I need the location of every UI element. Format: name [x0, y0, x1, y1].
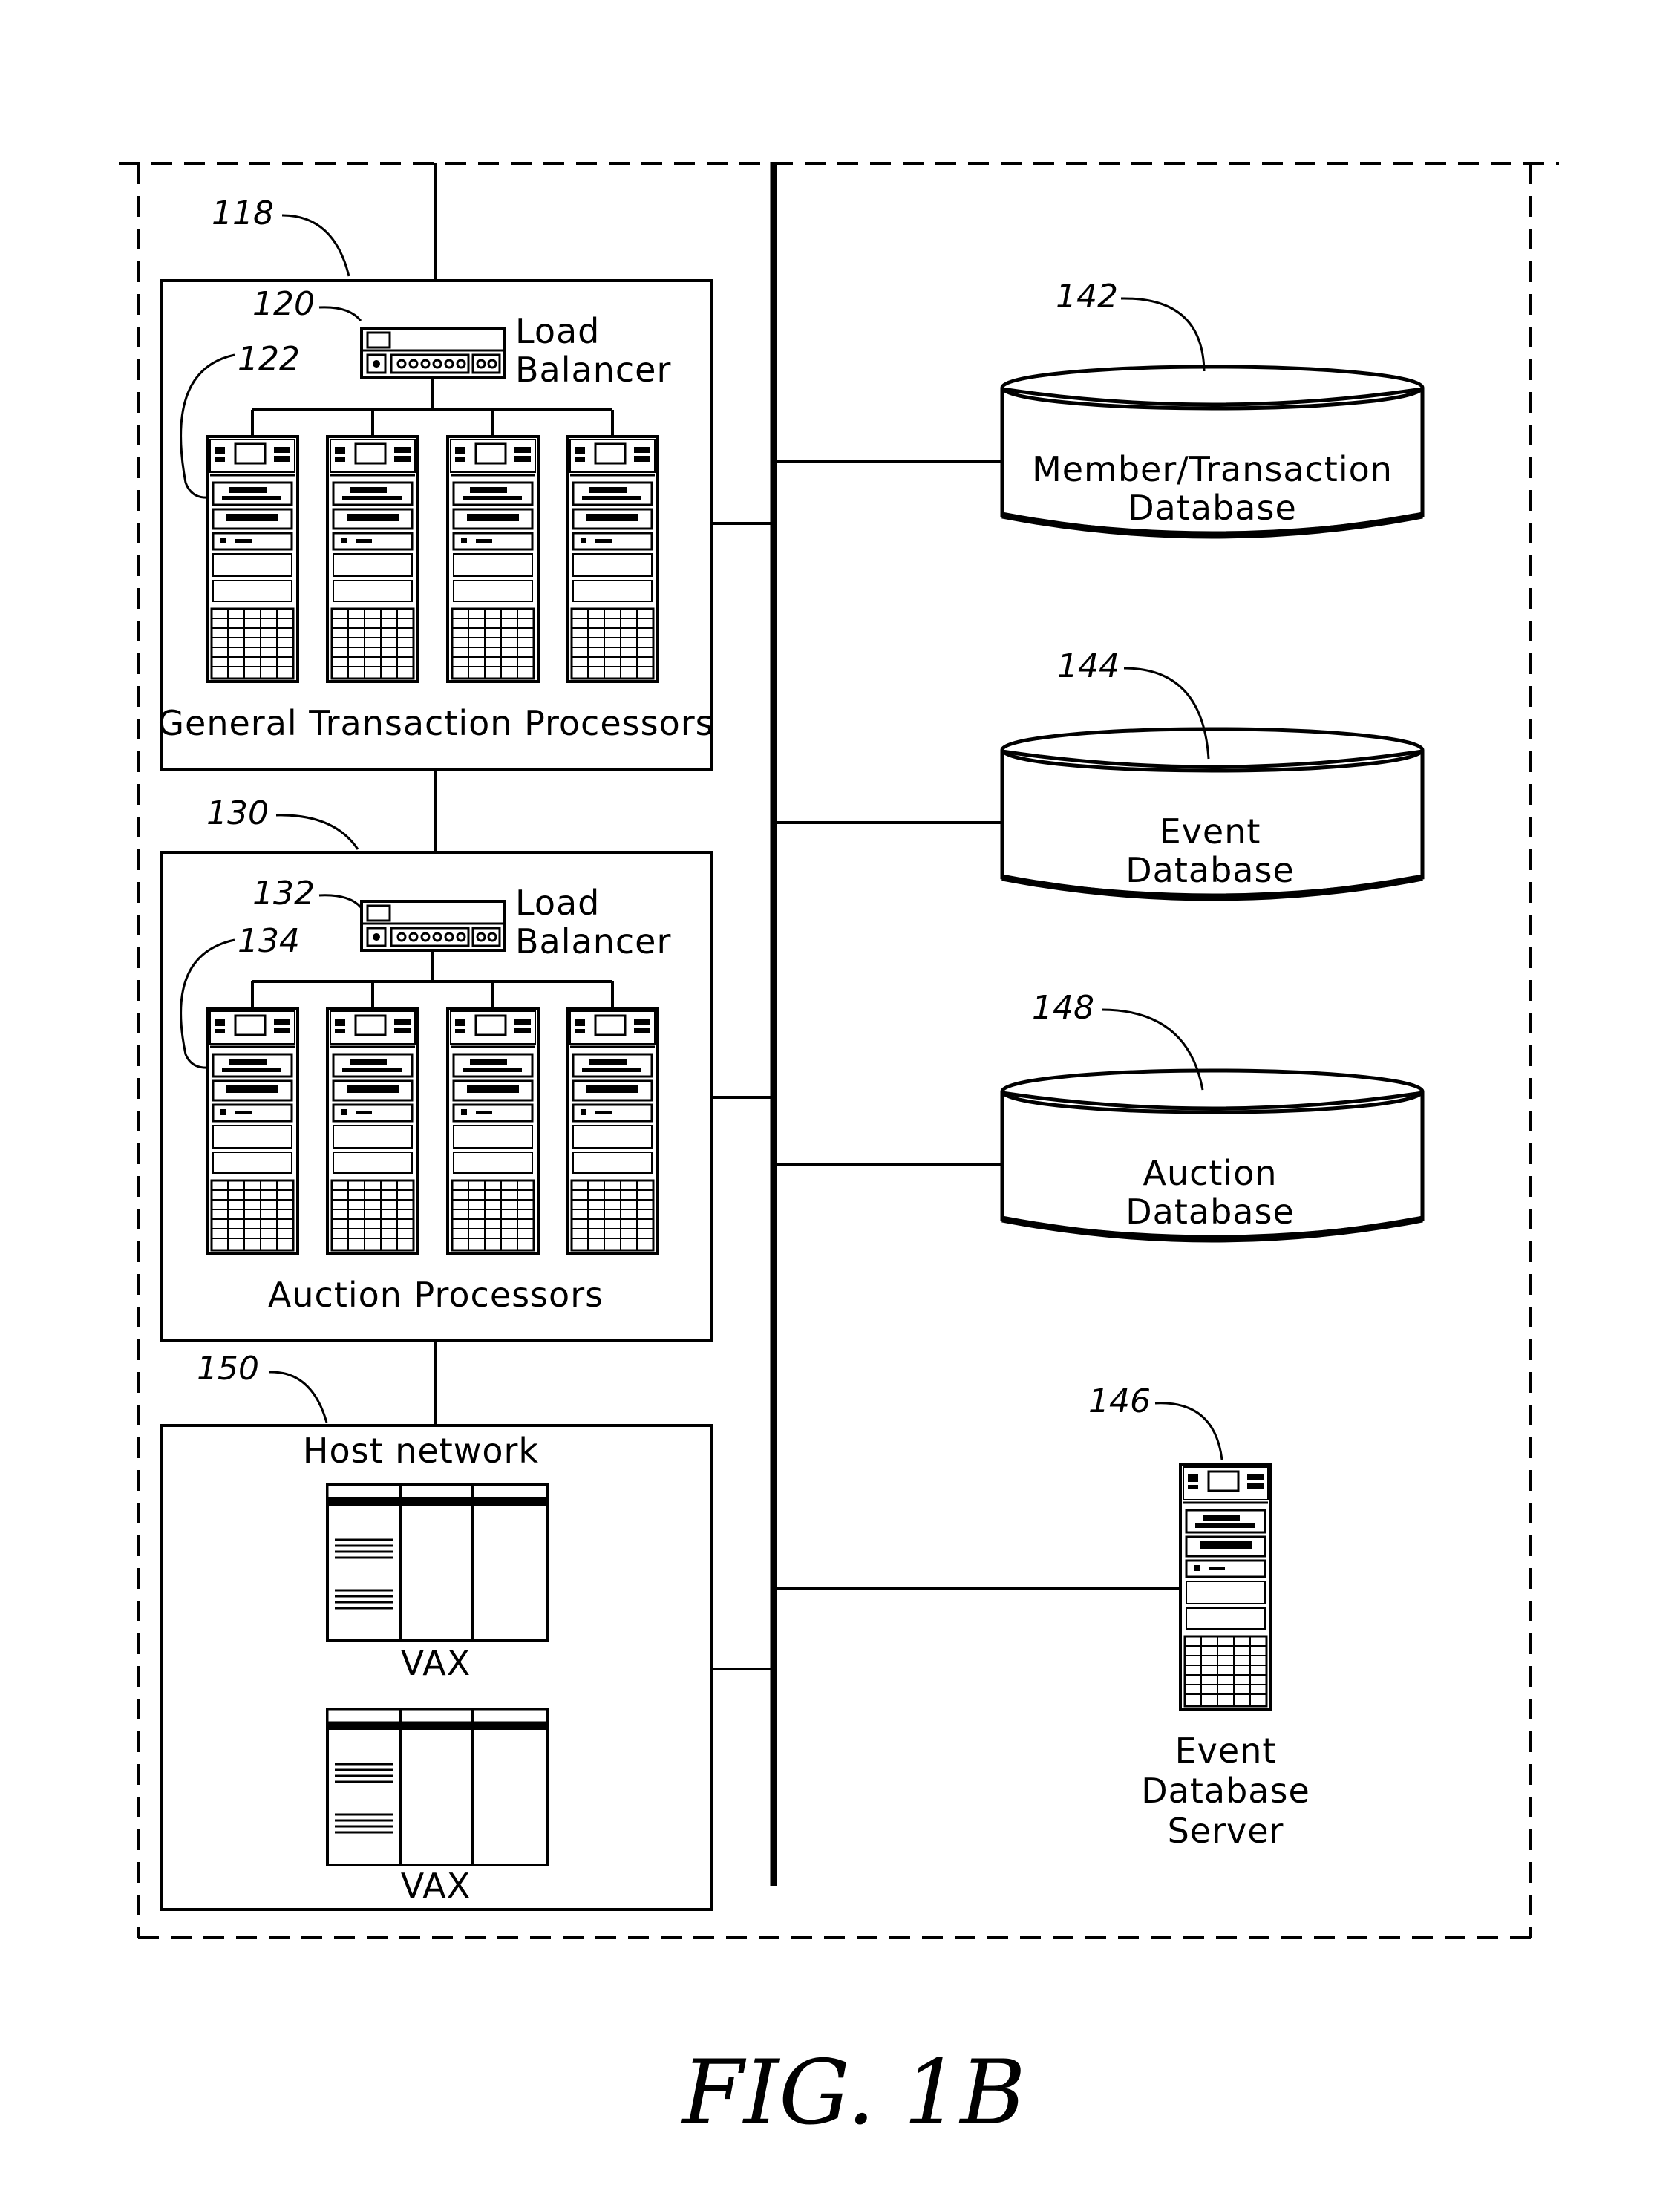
general-transaction-group: 118 120 122 Load Balancer General Transa… — [157, 195, 713, 769]
load-balancer-icon — [362, 901, 504, 950]
ref-132: 132 — [252, 875, 315, 912]
ref-120: 120 — [252, 285, 315, 323]
server-icon — [567, 1008, 658, 1253]
ref-130: 130 — [206, 794, 269, 832]
server-icon — [567, 437, 658, 682]
ref-146: 146 — [1088, 1382, 1151, 1420]
host-network-title: Host network — [303, 1431, 539, 1471]
load-balancer-label-line1: Load — [515, 311, 600, 351]
load-balancer-label-line1: Load — [515, 883, 600, 923]
server-icon — [1180, 1464, 1271, 1709]
ref-150: 150 — [197, 1350, 259, 1388]
bus-links — [711, 461, 1180, 1669]
ref-142: 142 — [1056, 278, 1118, 316]
database-label-line1: Event — [1160, 811, 1261, 852]
database-auction: 148 Auction Database — [1002, 989, 1422, 1239]
vax-mainframe-icon — [327, 1485, 547, 1641]
database-label-line2: Database — [1125, 850, 1295, 890]
database-label-line2: Database — [1125, 1192, 1295, 1232]
server-label-line2: Database — [1141, 1771, 1310, 1811]
ref-134: 134 — [238, 922, 300, 960]
server-label-line1: Event — [1175, 1731, 1277, 1771]
server-icon — [207, 437, 298, 682]
ref-118: 118 — [212, 195, 274, 232]
database-label-line1: Auction — [1143, 1153, 1277, 1193]
ref-148: 148 — [1032, 989, 1094, 1027]
auction-processor-group: 130 132 134 Load Balancer Auction Proces… — [161, 794, 711, 1341]
load-balancer-icon — [362, 328, 504, 377]
vax-label: VAX — [401, 1643, 471, 1683]
server-icon — [448, 437, 538, 682]
vax-mainframe-icon — [327, 1709, 547, 1865]
server-icon — [327, 1008, 418, 1253]
host-network-group: 150 Host network VAX VAX — [161, 1350, 711, 1910]
database-member-transaction: 142 Member/Transaction Database — [1002, 278, 1422, 535]
server-icon — [327, 437, 418, 682]
load-balancer-label-line2: Balancer — [515, 350, 671, 390]
event-database-server: 146 Event Database Server — [1088, 1382, 1310, 1851]
server-icon — [448, 1008, 538, 1253]
database-event: 144 Event Database — [1002, 647, 1422, 898]
database-label-line1: Member/Transaction — [1032, 449, 1393, 489]
ref-122: 122 — [238, 340, 300, 378]
ref-144: 144 — [1057, 647, 1120, 685]
load-balancer-label-line2: Balancer — [515, 921, 671, 961]
figure-caption: FIG. 1B — [680, 2042, 1025, 2145]
database-label-line2: Database — [1128, 488, 1297, 528]
group-label-general: General Transaction Processors — [157, 703, 713, 743]
vax-label: VAX — [401, 1866, 471, 1906]
server-label-line3: Server — [1168, 1811, 1284, 1851]
group-label-auction: Auction Processors — [268, 1275, 604, 1315]
server-icon — [207, 1008, 298, 1253]
